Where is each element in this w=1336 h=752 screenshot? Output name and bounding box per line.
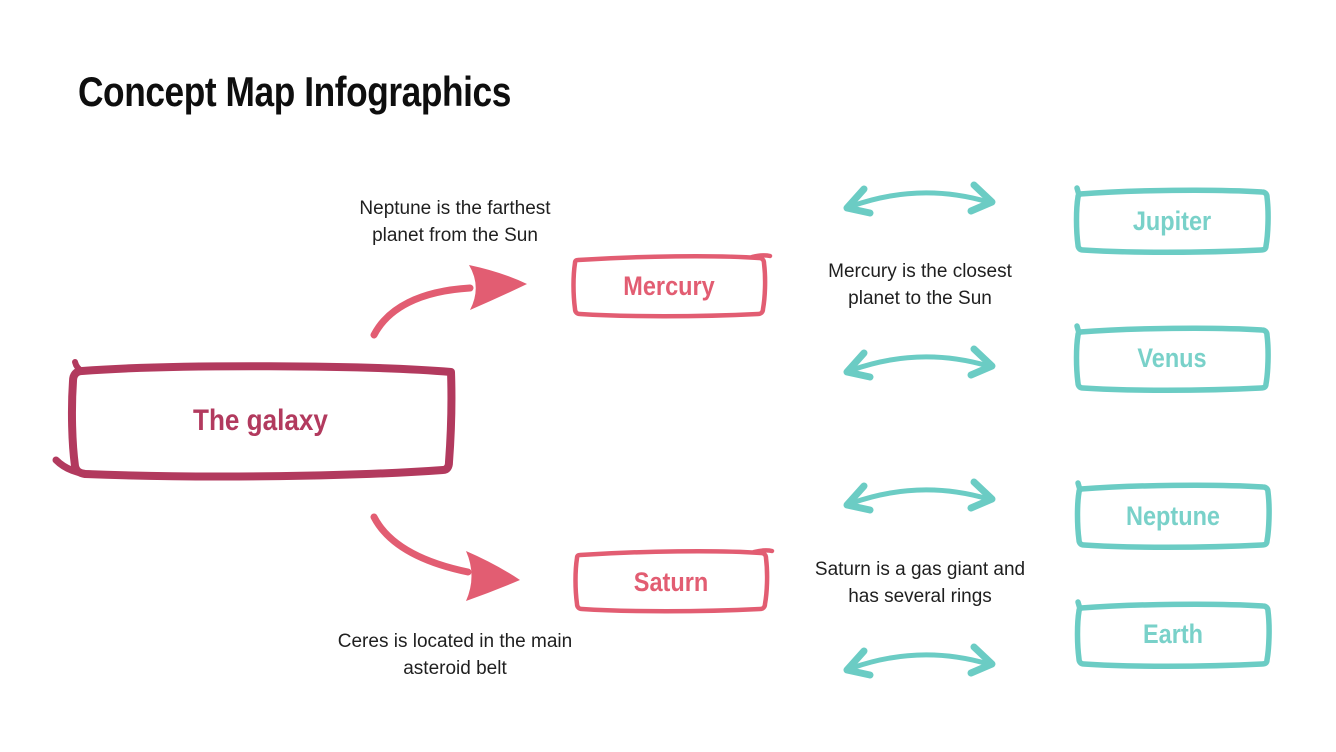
saturn-node-label: Saturn xyxy=(633,567,709,597)
annotation-line: planet to the Sun xyxy=(848,288,992,309)
venus-node-label: Venus xyxy=(1137,343,1207,373)
double-arrow-icon-1 xyxy=(847,185,992,213)
annotation-line: Saturn is a gas giant and xyxy=(814,559,1026,580)
annotation-saturn: Saturn is a gas giant and has several ri… xyxy=(770,556,1070,610)
annotation-line: has several rings xyxy=(848,586,992,607)
earth-node-label: Earth xyxy=(1142,619,1204,649)
curved-arrow-up-icon xyxy=(370,265,527,339)
annotation-line: Ceres is located in the main xyxy=(337,631,573,652)
curved-arrow-down-icon xyxy=(370,513,520,601)
annotation-line: planet from the Sun xyxy=(372,225,538,246)
annotation-line: asteroid belt xyxy=(403,658,507,679)
annotation-line: Neptune is the farthest xyxy=(359,198,551,219)
double-arrow-icon-3 xyxy=(847,482,992,510)
page-title: Concept Map Infographics xyxy=(78,68,511,115)
root-node-box xyxy=(52,359,456,481)
jupiter-node-label: Jupiter xyxy=(1132,206,1212,236)
annotation-ceres: Ceres is located in the main asteroid be… xyxy=(305,628,605,682)
annotation-line: Mercury is the closest xyxy=(828,261,1012,282)
double-arrow-icon-2 xyxy=(847,349,992,377)
annotation-neptune: Neptune is the farthest planet from the … xyxy=(305,195,605,249)
root-node-label: The galaxy xyxy=(193,404,328,437)
annotation-mercury: Mercury is the closest planet to the Sun xyxy=(770,258,1070,312)
mercury-node-label: Mercury xyxy=(623,271,715,301)
neptune-node-label: Neptune xyxy=(1126,501,1220,531)
double-arrow-icon-4 xyxy=(847,647,992,675)
